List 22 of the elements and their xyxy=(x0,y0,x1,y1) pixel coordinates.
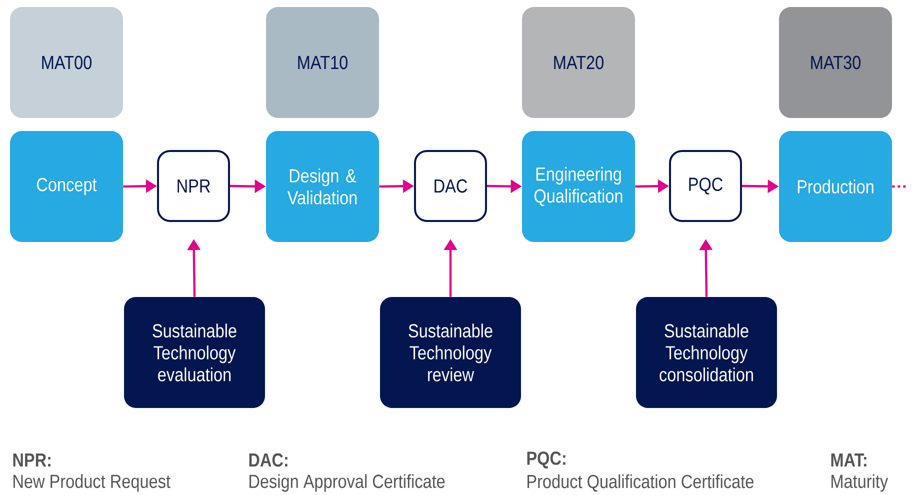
maturity-box: MAT20 xyxy=(522,7,635,118)
gate-box: NPR xyxy=(157,150,230,222)
maturity-box: MAT00 xyxy=(10,7,123,118)
abbreviation: NPR: xyxy=(13,453,50,466)
definition: Product Qualification Certificate xyxy=(528,474,754,492)
technology-box: Sustainable Technology consolidation xyxy=(636,297,777,408)
definition: New Product Request xyxy=(14,474,170,492)
abbreviation: DAC: xyxy=(249,453,288,467)
stage-box: Engineering Qualification xyxy=(522,131,635,242)
technology-box: Sustainable Technology evaluation xyxy=(124,297,265,408)
abbreviation: MAT: xyxy=(831,453,866,466)
gate-box: DAC xyxy=(414,150,487,222)
maturity-box: MAT10 xyxy=(266,7,379,118)
stage-box: Concept xyxy=(10,131,123,242)
stage-box: Production xyxy=(779,131,892,242)
gate-box: PQC xyxy=(669,150,742,222)
maturity-box: MAT30 xyxy=(779,7,892,118)
technology-box: Sustainable Technology review xyxy=(380,297,521,408)
stage-box: Design & Validation xyxy=(266,131,379,242)
definition: Maturity xyxy=(832,474,888,492)
abbreviation: PQC: xyxy=(527,452,566,468)
definition: Design Approval Certificate xyxy=(250,474,445,492)
